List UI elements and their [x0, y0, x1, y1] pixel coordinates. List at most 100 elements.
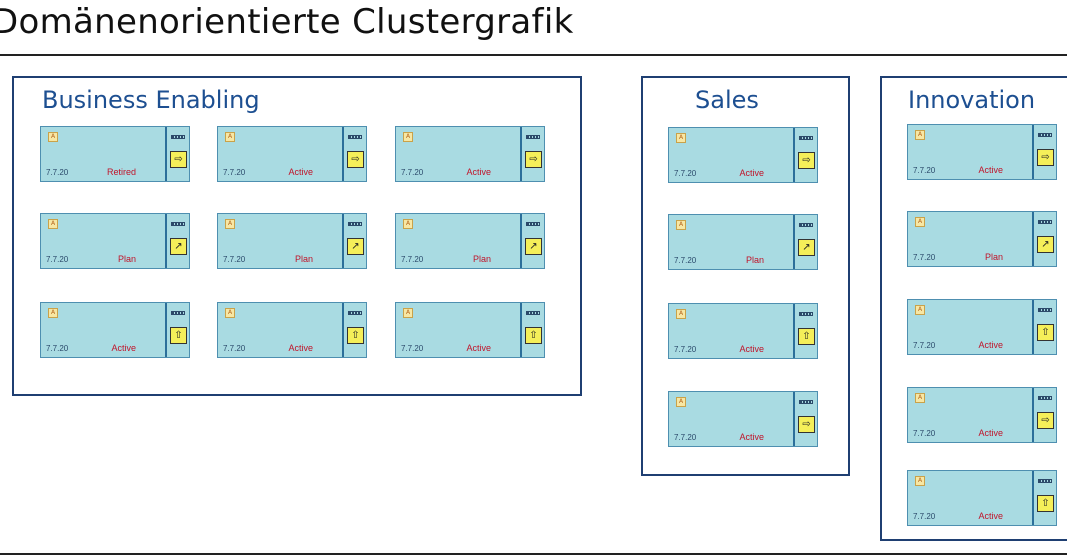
version-label: 7.7.20 [913, 166, 936, 175]
arrow-right-icon[interactable]: ⇨ [1037, 149, 1054, 166]
version-label: 7.7.20 [913, 341, 936, 350]
status-label: Active [978, 165, 1003, 175]
card-body: A 7.7.20 Active [41, 303, 166, 357]
progress-bar-icon [799, 400, 813, 404]
version-label: 7.7.20 [674, 169, 697, 178]
application-icon: A [403, 132, 413, 142]
application-card[interactable]: A 7.7.20 Plan ↗ [395, 213, 545, 269]
title-divider [0, 54, 1067, 56]
arrow-right-icon[interactable]: ⇨ [525, 151, 542, 168]
application-icon: A [403, 219, 413, 229]
application-card[interactable]: A 7.7.20 Active ⇧ [907, 470, 1057, 526]
status-label: Active [111, 343, 136, 353]
arrow-diagonal-icon[interactable]: ↗ [1037, 236, 1054, 253]
version-label: 7.7.20 [46, 344, 69, 353]
arrow-up-icon[interactable]: ⇧ [347, 327, 364, 344]
arrow-right-icon[interactable]: ⇨ [1037, 412, 1054, 429]
version-label: 7.7.20 [913, 253, 936, 262]
card-side-panel: ⇨ [1032, 125, 1056, 179]
application-icon: A [915, 476, 925, 486]
status-label: Active [978, 428, 1003, 438]
progress-bar-icon [1038, 479, 1052, 483]
arrow-up-icon[interactable]: ⇧ [798, 328, 815, 345]
cluster-title: Sales [695, 86, 759, 114]
arrow-up-icon[interactable]: ⇧ [1037, 324, 1054, 341]
status-label: Plan [984, 252, 1003, 262]
version-label: 7.7.20 [674, 433, 697, 442]
arrow-diagonal-icon[interactable]: ↗ [798, 239, 815, 256]
arrow-right-icon[interactable]: ⇨ [798, 152, 815, 169]
arrow-diagonal-icon[interactable]: ↗ [170, 238, 187, 255]
page-title: Domänenorientierte Clustergrafik [0, 2, 574, 42]
arrow-diagonal-icon[interactable]: ↗ [347, 238, 364, 255]
arrow-diagonal-icon[interactable]: ↗ [525, 238, 542, 255]
card-body: A 7.7.20 Active [908, 471, 1033, 525]
application-icon: A [48, 132, 58, 142]
card-side-panel: ⇨ [793, 128, 817, 182]
status-label: Active [466, 343, 491, 353]
version-label: 7.7.20 [913, 512, 936, 521]
card-side-panel: ↗ [520, 214, 544, 268]
application-icon: A [403, 308, 413, 318]
version-label: 7.7.20 [46, 168, 69, 177]
progress-bar-icon [1038, 308, 1052, 312]
progress-bar-icon [171, 135, 185, 139]
application-icon: A [676, 220, 686, 230]
version-label: 7.7.20 [223, 168, 246, 177]
arrow-up-icon[interactable]: ⇧ [1037, 495, 1054, 512]
cluster-title: Business Enabling [42, 86, 260, 114]
progress-bar-icon [526, 135, 540, 139]
version-label: 7.7.20 [674, 256, 697, 265]
application-icon: A [48, 308, 58, 318]
progress-bar-icon [171, 222, 185, 226]
card-side-panel: ⇨ [520, 127, 544, 181]
progress-bar-icon [1038, 133, 1052, 137]
status-label: Plan [472, 254, 491, 264]
arrow-right-icon[interactable]: ⇨ [347, 151, 364, 168]
status-label: Active [978, 340, 1003, 350]
status-label: Active [739, 168, 764, 178]
status-label: Active [739, 432, 764, 442]
version-label: 7.7.20 [674, 345, 697, 354]
progress-bar-icon [348, 135, 362, 139]
application-icon: A [48, 219, 58, 229]
progress-bar-icon [1038, 396, 1052, 400]
arrow-up-icon[interactable]: ⇧ [525, 327, 542, 344]
status-label: Active [978, 511, 1003, 521]
arrow-right-icon[interactable]: ⇨ [170, 151, 187, 168]
progress-bar-icon [171, 311, 185, 315]
card-side-panel: ⇧ [1032, 300, 1056, 354]
arrow-up-icon[interactable]: ⇧ [170, 327, 187, 344]
version-label: 7.7.20 [401, 255, 424, 264]
card-side-panel: ⇨ [1032, 388, 1056, 442]
application-card[interactable]: A 7.7.20 Active ⇧ [40, 302, 190, 358]
version-label: 7.7.20 [401, 168, 424, 177]
progress-bar-icon [348, 311, 362, 315]
arrow-right-icon[interactable]: ⇨ [798, 416, 815, 433]
card-body: A 7.7.20 Plan [396, 214, 521, 268]
